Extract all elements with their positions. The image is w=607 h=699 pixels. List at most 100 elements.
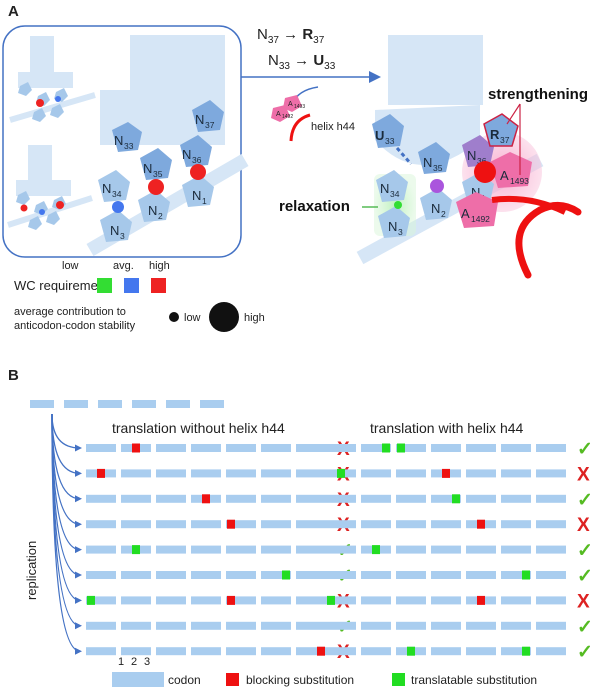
codon xyxy=(226,621,256,630)
svg-text:37: 37 xyxy=(500,135,510,145)
success-mark: ✓ xyxy=(577,541,593,562)
success-mark: ✓ xyxy=(577,439,593,460)
arrow-text-2: N33 → U33 xyxy=(268,52,336,72)
left-n1: N 1 xyxy=(182,175,214,207)
codon xyxy=(536,596,566,605)
translatable-substitution xyxy=(397,443,405,453)
codon xyxy=(226,494,256,503)
codon xyxy=(361,444,391,452)
codon xyxy=(296,621,326,630)
codon xyxy=(156,571,186,579)
codon xyxy=(261,596,291,605)
codon xyxy=(261,647,291,656)
svg-text:33: 33 xyxy=(385,136,395,146)
left-n34: N 34 xyxy=(98,170,130,202)
svg-text:36: 36 xyxy=(477,156,487,166)
codon xyxy=(261,571,291,579)
codon xyxy=(191,469,221,478)
replication-arrows xyxy=(51,413,82,655)
codon xyxy=(326,571,356,579)
codon xyxy=(396,571,426,579)
blocking-substitution xyxy=(227,519,235,529)
codon xyxy=(501,596,531,605)
codon xyxy=(326,545,356,554)
left-dot-n34 xyxy=(112,201,124,213)
right-a1493: A 1493 xyxy=(490,152,532,188)
left-n36: N 36 xyxy=(180,135,212,167)
template-mrna xyxy=(30,400,224,408)
svg-text:N: N xyxy=(195,112,204,127)
left-row: ✓ xyxy=(86,566,353,587)
svg-text:1492: 1492 xyxy=(471,214,490,224)
left-dot-n36 xyxy=(190,164,206,180)
codon xyxy=(396,469,426,478)
codon xyxy=(226,520,256,529)
translatable-substitution xyxy=(452,494,460,504)
codon xyxy=(226,545,256,554)
translatable-substitution xyxy=(132,545,140,555)
translatable-substitution xyxy=(382,443,390,453)
small-trna-bottom xyxy=(7,145,93,230)
codon xyxy=(191,621,221,630)
codon xyxy=(326,494,356,503)
codon xyxy=(466,621,496,630)
svg-text:1492: 1492 xyxy=(282,114,293,120)
replication-arrowhead xyxy=(75,546,82,554)
right-u33: U 33 xyxy=(372,114,404,148)
codon xyxy=(86,647,116,656)
left-n2: N 2 xyxy=(138,190,170,222)
codon xyxy=(86,571,116,579)
codon xyxy=(326,596,356,605)
svg-text:35: 35 xyxy=(433,163,443,173)
success-mark: ✓ xyxy=(577,617,593,638)
svg-text:helix h44: helix h44 xyxy=(311,121,355,133)
success-mark: ✓ xyxy=(577,642,593,663)
failure-mark: X xyxy=(577,464,590,485)
codon xyxy=(261,494,291,503)
codon xyxy=(121,621,151,630)
codon xyxy=(501,444,531,452)
codon xyxy=(361,494,391,503)
codon xyxy=(191,596,221,605)
codon xyxy=(156,494,186,503)
replication-arrowhead xyxy=(75,444,82,452)
codon xyxy=(191,571,221,579)
translatable-substitution xyxy=(337,468,345,478)
left-row: X xyxy=(86,642,350,663)
codon xyxy=(536,647,566,656)
codon xyxy=(261,621,291,630)
replication-arrow xyxy=(51,413,81,449)
left-n35: N 35 xyxy=(140,148,172,180)
codon xyxy=(296,647,326,656)
svg-text:N: N xyxy=(431,201,440,216)
svg-text:low: low xyxy=(184,312,201,324)
svg-text:WC requirement: WC requirement xyxy=(14,278,109,293)
translatable-substitution xyxy=(282,570,290,580)
svg-text:N: N xyxy=(423,155,432,170)
codon xyxy=(396,444,426,452)
right-row: ✓ xyxy=(326,566,593,587)
right-dot-n34 xyxy=(394,201,402,209)
svg-text:36: 36 xyxy=(192,155,202,165)
helix-h44-strand xyxy=(491,195,567,215)
svg-text:37: 37 xyxy=(205,120,215,130)
right-n34: N 34 xyxy=(376,170,408,202)
left-title: translation without helix h44 xyxy=(112,420,285,436)
failure-mark: X xyxy=(577,515,590,536)
blocking-substitution xyxy=(97,468,105,478)
codon xyxy=(501,545,531,554)
right-row: ✓ xyxy=(326,490,593,511)
codon xyxy=(296,520,326,529)
relaxation-label: relaxation xyxy=(279,198,350,215)
codon xyxy=(191,520,221,529)
codon xyxy=(326,621,356,630)
svg-text:average contribution to: average contribution to xyxy=(14,306,126,318)
codon xyxy=(536,494,566,503)
codon xyxy=(431,520,461,529)
codon xyxy=(501,494,531,503)
left-row: X xyxy=(86,439,350,460)
codon xyxy=(431,571,461,579)
right-n3: N 3 xyxy=(378,206,410,238)
codon xyxy=(326,520,356,529)
blocking-substitution xyxy=(477,595,485,605)
